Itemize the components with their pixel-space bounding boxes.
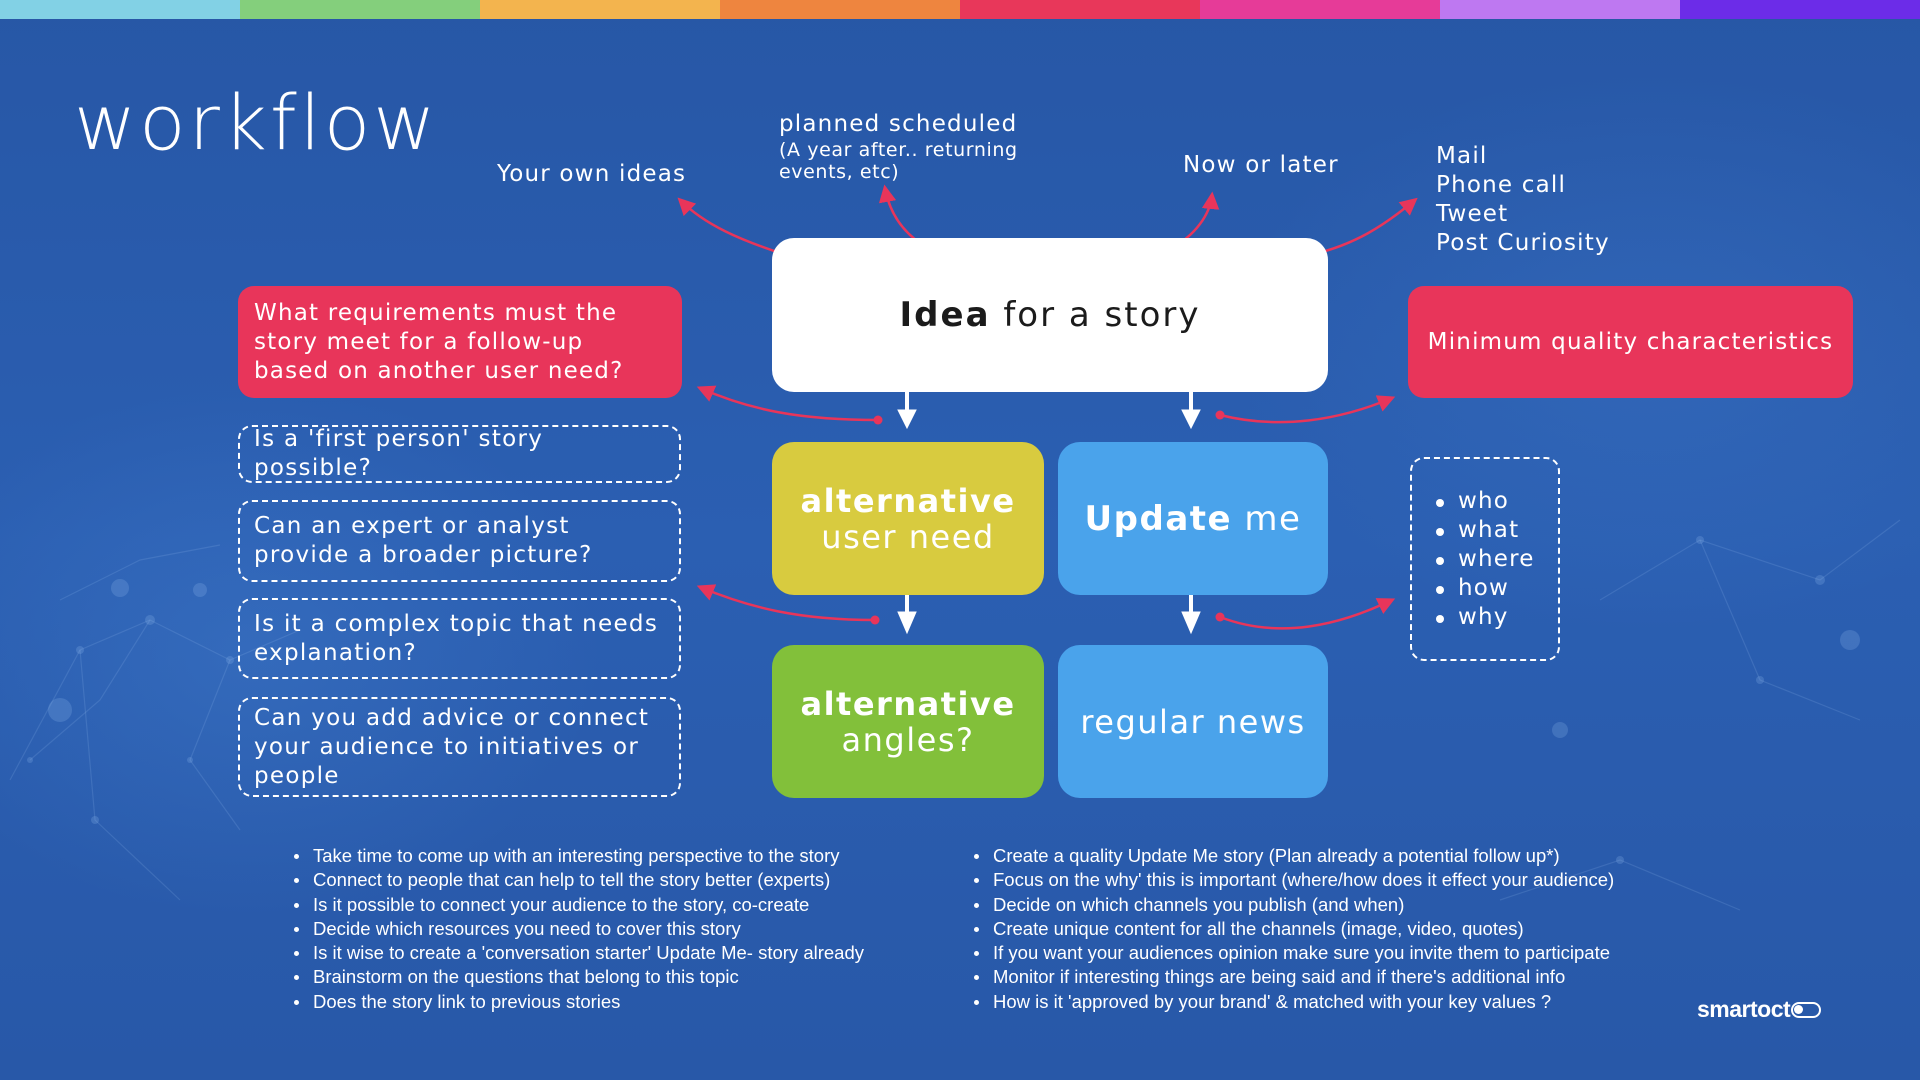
stripe-7 (1440, 0, 1680, 19)
tip-item: Focus on the why' this is important (whe… (970, 868, 1614, 892)
label-own-ideas: Your own ideas (497, 161, 687, 187)
question-box: Is a 'first person' story possible? (238, 425, 681, 483)
tip-item: Create a quality Update Me story (Plan a… (970, 844, 1614, 868)
channel-item: Post Curiosity (1436, 230, 1610, 256)
alt-angles-rest: angles? (841, 720, 975, 759)
tip-item: Monitor if interesting things are being … (970, 965, 1614, 989)
stripe-3 (480, 0, 720, 19)
tip-item: Brainstorm on the questions that belong … (290, 965, 864, 989)
w-question-item: where (1436, 545, 1535, 574)
down-arrow-right-2 (1181, 611, 1201, 635)
stripe-6 (1200, 0, 1440, 19)
logo-toggle-icon (1791, 1001, 1822, 1018)
label-channels: Mail Phone call Tweet Post Curiosity (1436, 142, 1610, 258)
update-rest: me (1232, 498, 1302, 539)
smartocto-logo: smartoct (1697, 996, 1822, 1023)
tip-item: Does the story link to previous stories (290, 990, 864, 1014)
alt-need-rest: user need (821, 517, 995, 556)
arrow-to-minimum-quality (1219, 395, 1396, 424)
alt-need-bold: alternative (800, 481, 1016, 520)
down-arrow-left-2 (897, 611, 917, 635)
stripe-1 (0, 0, 240, 19)
stripe-5 (960, 0, 1200, 19)
label-now-or-later: Now or later (1183, 152, 1339, 178)
alternative-angles-box: alternative angles? (772, 645, 1044, 798)
tip-item: Take time to come up with an interesting… (290, 844, 864, 868)
w-question-item: what (1436, 516, 1535, 545)
update-me-box: Update me (1058, 442, 1328, 595)
idea-bold: Idea (899, 295, 991, 335)
tip-item: Decide on which channels you publish (an… (970, 893, 1614, 917)
question-box: Is it a complex topic that needs explana… (238, 598, 681, 679)
w-questions-box: who what where how why (1410, 457, 1560, 661)
channel-item: Tweet (1436, 201, 1509, 227)
question-box: Can an expert or analyst provide a broad… (238, 500, 681, 582)
down-arrow-left-1 (897, 409, 917, 430)
down-arrow-right-1 (1181, 409, 1201, 430)
tip-item: Is it possible to connect your audience … (290, 893, 864, 917)
arrow-to-channels (1309, 197, 1418, 257)
label-planned-title: planned scheduled (779, 111, 1018, 137)
label-planned: planned scheduled (A year after.. return… (779, 110, 1059, 183)
channel-item: Phone call (1436, 172, 1567, 198)
w-questions-list: who what where how why (1436, 487, 1535, 632)
minimum-quality-box: Minimum quality characteristics (1408, 286, 1853, 398)
stripe-8 (1680, 0, 1920, 19)
w-question-item: how (1436, 574, 1535, 603)
channel-item: Mail (1436, 143, 1488, 169)
requirements-box: What requirements must the story meet fo… (238, 286, 682, 398)
alternative-user-need-box: alternative user need (772, 442, 1044, 595)
page-title: workflow (74, 78, 439, 167)
regular-news-box: regular news (1058, 645, 1328, 798)
tip-item: If you want your audiences opinion make … (970, 941, 1614, 965)
update-bold: Update (1084, 498, 1233, 539)
tip-item: Is it wise to create a 'conversation sta… (290, 941, 864, 965)
idea-rest: for a story (990, 295, 1201, 335)
alt-angles-bold: alternative (800, 684, 1016, 723)
tip-item: How is it 'approved by your brand' & mat… (970, 990, 1614, 1014)
label-planned-sub: (A year after.. returning events, etc) (779, 139, 1018, 183)
w-question-item: who (1436, 487, 1535, 516)
tip-item: Connect to people that can help to tell … (290, 868, 864, 892)
tips-list-left: Take time to come up with an interesting… (290, 844, 864, 1014)
tip-item: Decide which resources you need to cover… (290, 917, 864, 941)
logo-text: smartoct (1697, 996, 1791, 1022)
color-stripe-bar (0, 0, 1920, 19)
arrow-to-requirements (696, 385, 879, 422)
idea-for-a-story-box: Idea for a story (772, 238, 1328, 392)
arrow-to-own-ideas (677, 197, 787, 257)
question-box: Can you add advice or connect your audie… (238, 697, 681, 797)
arrow-to-w-questions (1219, 598, 1396, 630)
stripe-4 (720, 0, 960, 19)
tip-item: Create unique content for all the channe… (970, 917, 1614, 941)
stripe-2 (240, 0, 480, 19)
tips-list-right: Create a quality Update Me story (Plan a… (970, 844, 1614, 1014)
w-question-item: why (1436, 603, 1535, 632)
